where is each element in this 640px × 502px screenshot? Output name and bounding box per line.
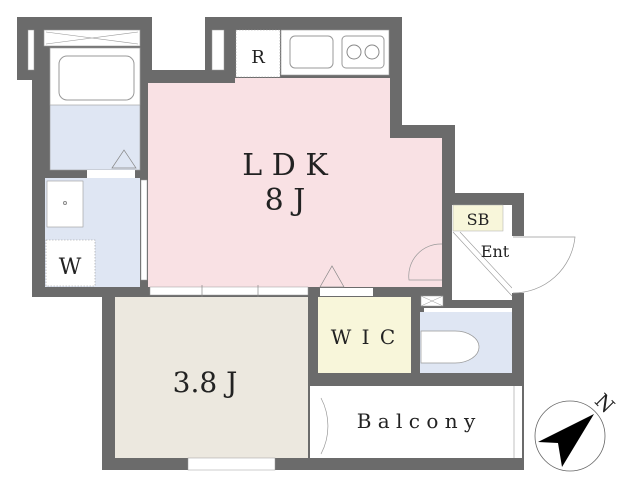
shoe-box-label: SB [467,210,490,229]
bathtub-icon [58,55,135,101]
sink-icon [289,35,334,69]
balcony [310,386,522,458]
window-icon [211,29,225,71]
door-arrow-icon [111,149,137,169]
washroom: W [45,170,148,287]
compass-icon: N [534,389,619,472]
bedroom-size: 3.8 J [173,366,238,399]
window-icon [27,29,35,71]
walk-in-closet [318,297,411,373]
bathroom [27,29,141,171]
sliding-door [149,286,309,296]
kitchen-counter [280,29,390,76]
ldk-room [148,78,442,287]
stove-icon [341,35,385,69]
shoe-box [452,204,504,232]
refrigerator-label: R [251,47,265,68]
refrigerator-space [235,29,281,78]
door-swing [408,243,443,281]
balcony-label: B a l c o n y [357,409,476,433]
bedroom [115,297,308,458]
wic-label: W I C [331,325,397,349]
washer-label: W [59,255,82,280]
window-icon [187,457,276,471]
door-arrow-icon [319,265,345,288]
entrance-label: Ent [481,242,510,261]
ldk-size: 8 J [265,183,306,218]
entrance-door [512,236,524,293]
ldk-label: L D K [242,148,328,183]
toilet-icon [420,330,480,364]
